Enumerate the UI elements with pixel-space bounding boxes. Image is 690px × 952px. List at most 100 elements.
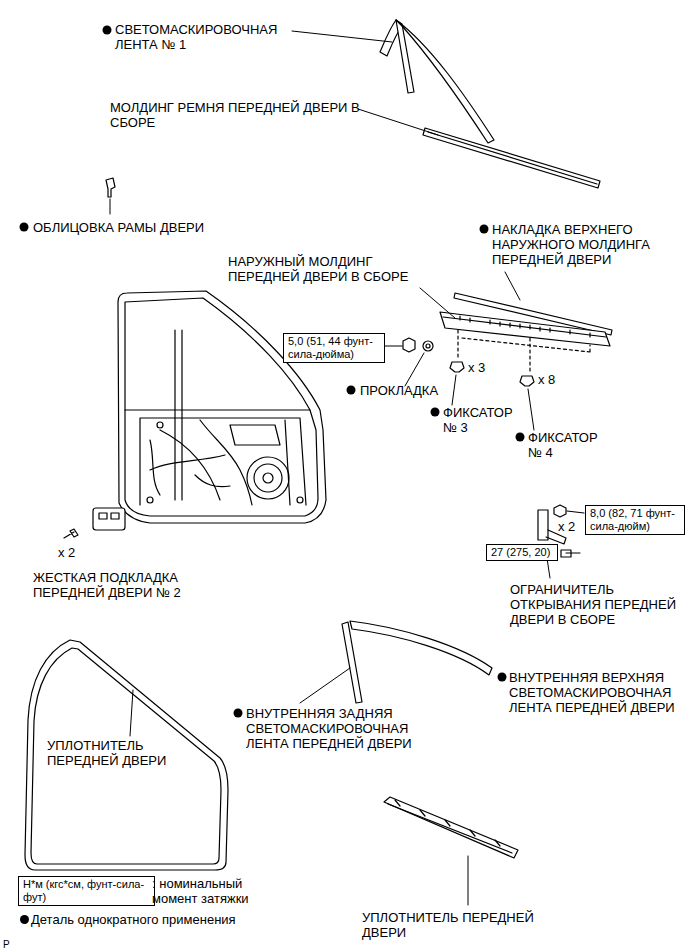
leader-line bbox=[420, 288, 455, 318]
torque-value: 8,0 (82, 71 фунт-сила-дюйм) bbox=[590, 507, 678, 533]
inner-light-shield bbox=[342, 622, 362, 703]
stiffener-plate bbox=[93, 508, 125, 530]
door-check bbox=[567, 511, 584, 513]
part-label-box: ВНУТРЕННЯЯ ЗАДНЯЯ СВЕТОМАСКИРОВОЧНАЯ ЛЕН… bbox=[246, 706, 426, 751]
door-panel bbox=[157, 422, 163, 428]
part-label-box: УПЛОТНИТЕЛЬ ПЕРЕДНЕЙ ДВЕРИ bbox=[47, 738, 185, 768]
part-label-box: СВЕТОМАСКИРОВОЧНАЯ ЛЕНТА № 1 bbox=[115, 22, 297, 52]
leader-line bbox=[528, 389, 534, 430]
stiffener-plate bbox=[64, 508, 125, 538]
part-label: НАРУЖНЫЙ МОЛДИНГ ПЕРЕДНЕЙ ДВЕРИ В СБОРЕ bbox=[228, 254, 408, 284]
torque-spec-box: 8,0 (82, 71 фунт-сила-дюйм) bbox=[585, 505, 685, 535]
door-weatherstrip bbox=[25, 640, 228, 870]
quantity-label-box: x 2 bbox=[58, 545, 75, 560]
light-shield-tape bbox=[396, 20, 494, 143]
one-time-use-mark bbox=[20, 915, 29, 924]
quantity-label: x 8 bbox=[538, 372, 555, 387]
door-check bbox=[561, 550, 580, 557]
torque-value: 27 (275, 20) bbox=[491, 546, 550, 559]
leader-line bbox=[505, 272, 520, 300]
leader-line bbox=[405, 353, 424, 386]
one-time-use-mark bbox=[431, 408, 440, 417]
door-panel bbox=[147, 497, 153, 503]
door-weatherstrip bbox=[25, 640, 228, 870]
one-time-use-mark bbox=[234, 709, 243, 718]
door-panel bbox=[118, 291, 326, 523]
door-panel bbox=[200, 420, 252, 505]
door-panel bbox=[263, 473, 273, 483]
torque-spec-box: 5,0 (51, 44 фунт-сила-дюйма) bbox=[283, 333, 385, 363]
part-label-box: ВНУТРЕННЯЯ ВЕРХНЯЯ СВЕТОМАСКИРОВОЧНАЯ ЛЕ… bbox=[509, 670, 685, 715]
part-label-box: ФИКСАТОР № 3 bbox=[443, 405, 527, 435]
door-panel bbox=[254, 464, 282, 492]
door-check bbox=[554, 505, 566, 517]
inner-light-shield bbox=[342, 621, 492, 703]
part-label: ЖЕСТКАЯ ПОДКЛАДКА ПЕРЕДНЕЙ ДВЕРИ № 2 bbox=[33, 570, 181, 600]
nut-gasket bbox=[403, 338, 415, 352]
leader-line bbox=[300, 668, 350, 703]
clip-hidden-lines bbox=[458, 330, 590, 374]
one-time-use-mark bbox=[480, 225, 489, 234]
retainer-clip bbox=[520, 376, 534, 386]
leader-line bbox=[358, 109, 438, 135]
part-label: СВЕТОМАСКИРОВОЧНАЯ ЛЕНТА № 1 bbox=[115, 22, 277, 52]
inner-light-shield bbox=[350, 621, 492, 675]
part-label-box: ФИКСАТОР № 4 bbox=[528, 430, 612, 460]
door-panel bbox=[150, 430, 225, 500]
one-time-use-mark bbox=[20, 223, 29, 232]
leader-line bbox=[110, 31, 550, 905]
part-label: УПЛОТНИТЕЛЬ ПЕРЕДНЕЙ ДВЕРИ bbox=[362, 910, 534, 940]
nut-gasket bbox=[382, 345, 402, 346]
one-time-use-mark bbox=[103, 26, 112, 35]
quantity-label: x 3 bbox=[468, 360, 485, 375]
quantity-label-box: x 8 bbox=[538, 372, 555, 387]
torque-legend-box: Н*м (кгс*см, фунт-сила-фут) bbox=[18, 876, 155, 906]
door-panel bbox=[118, 291, 326, 523]
one-time-use-mark bbox=[347, 386, 356, 395]
frame-garnish bbox=[106, 178, 115, 197]
door-panel bbox=[247, 457, 289, 499]
part-label-box: НАКЛАДКА ВЕРХНЕГО НАРУЖНОГО МОЛДИНГА ПЕР… bbox=[492, 222, 666, 267]
part-label: ВНУТРЕННЯЯ ЗАДНЯЯ СВЕТОМАСКИРОВОЧНАЯ ЛЕН… bbox=[246, 706, 412, 751]
part-label: НАКЛАДКА ВЕРХНЕГО НАРУЖНОГО МОЛДИНГА ПЕР… bbox=[492, 222, 650, 267]
part-label: УПЛОТНИТЕЛЬ ПЕРЕДНЕЙ ДВЕРИ bbox=[47, 738, 166, 768]
outside-molding bbox=[440, 312, 610, 346]
retainer-clip bbox=[450, 362, 534, 386]
part-label-box: ОБЛИЦОВКА РАМЫ ДВЕРИ bbox=[33, 220, 204, 235]
legend-text: Деталь однократного применения bbox=[31, 912, 236, 927]
frame-garnish bbox=[106, 178, 115, 197]
legend-text: : номинальный момент затяжки bbox=[152, 876, 249, 906]
leader-line bbox=[110, 199, 111, 214]
nut-gasket bbox=[423, 341, 433, 351]
torque-value: 5,0 (51, 44 фунт-сила-дюйма) bbox=[288, 335, 378, 361]
belt-molding bbox=[423, 128, 600, 188]
leader-line bbox=[468, 856, 469, 905]
leader-line bbox=[452, 375, 456, 405]
belt-molding bbox=[428, 132, 597, 184]
quantity-label-box: x 3 bbox=[468, 360, 485, 375]
door-panel bbox=[230, 420, 290, 505]
outside-molding bbox=[443, 317, 606, 337]
part-label: ФИКСАТОР № 3 bbox=[443, 405, 513, 435]
quantity-label: x 2 bbox=[558, 519, 575, 534]
legend-entry: Деталь однократного применения bbox=[31, 912, 236, 927]
door-check bbox=[538, 510, 548, 540]
torque-value: Н*м (кгс*см, фунт-сила-фут) bbox=[23, 878, 148, 904]
door-weatherstrip bbox=[384, 797, 518, 858]
stiffener-plate bbox=[99, 513, 107, 519]
clip-hidden-lines bbox=[458, 330, 590, 374]
part-label-box: УПЛОТНИТЕЛЬ ПЕРЕДНЕЙ ДВЕРИ bbox=[362, 910, 552, 940]
leader-line bbox=[292, 31, 392, 42]
one-time-use-mark bbox=[498, 673, 507, 682]
door-weatherstrip bbox=[31, 648, 221, 864]
legend-entry: : номинальный момент затяжки bbox=[152, 876, 282, 906]
part-label-box: НАРУЖНЫЙ МОЛДИНГ ПЕРЕДНЕЙ ДВЕРИ В СБОРЕ bbox=[228, 254, 436, 284]
part-label: ФИКСАТОР № 4 bbox=[528, 430, 598, 460]
page-mark-box: P bbox=[3, 937, 10, 952]
part-label-box: МОЛДИНГ РЕМНЯ ПЕРЕДНЕЙ ДВЕРИ В СБОРЕ bbox=[110, 100, 362, 130]
light-shield-tape bbox=[396, 20, 414, 93]
belt-molding bbox=[423, 128, 600, 188]
door-weatherstrip bbox=[388, 800, 512, 853]
quantity-label: x 2 bbox=[58, 545, 75, 560]
